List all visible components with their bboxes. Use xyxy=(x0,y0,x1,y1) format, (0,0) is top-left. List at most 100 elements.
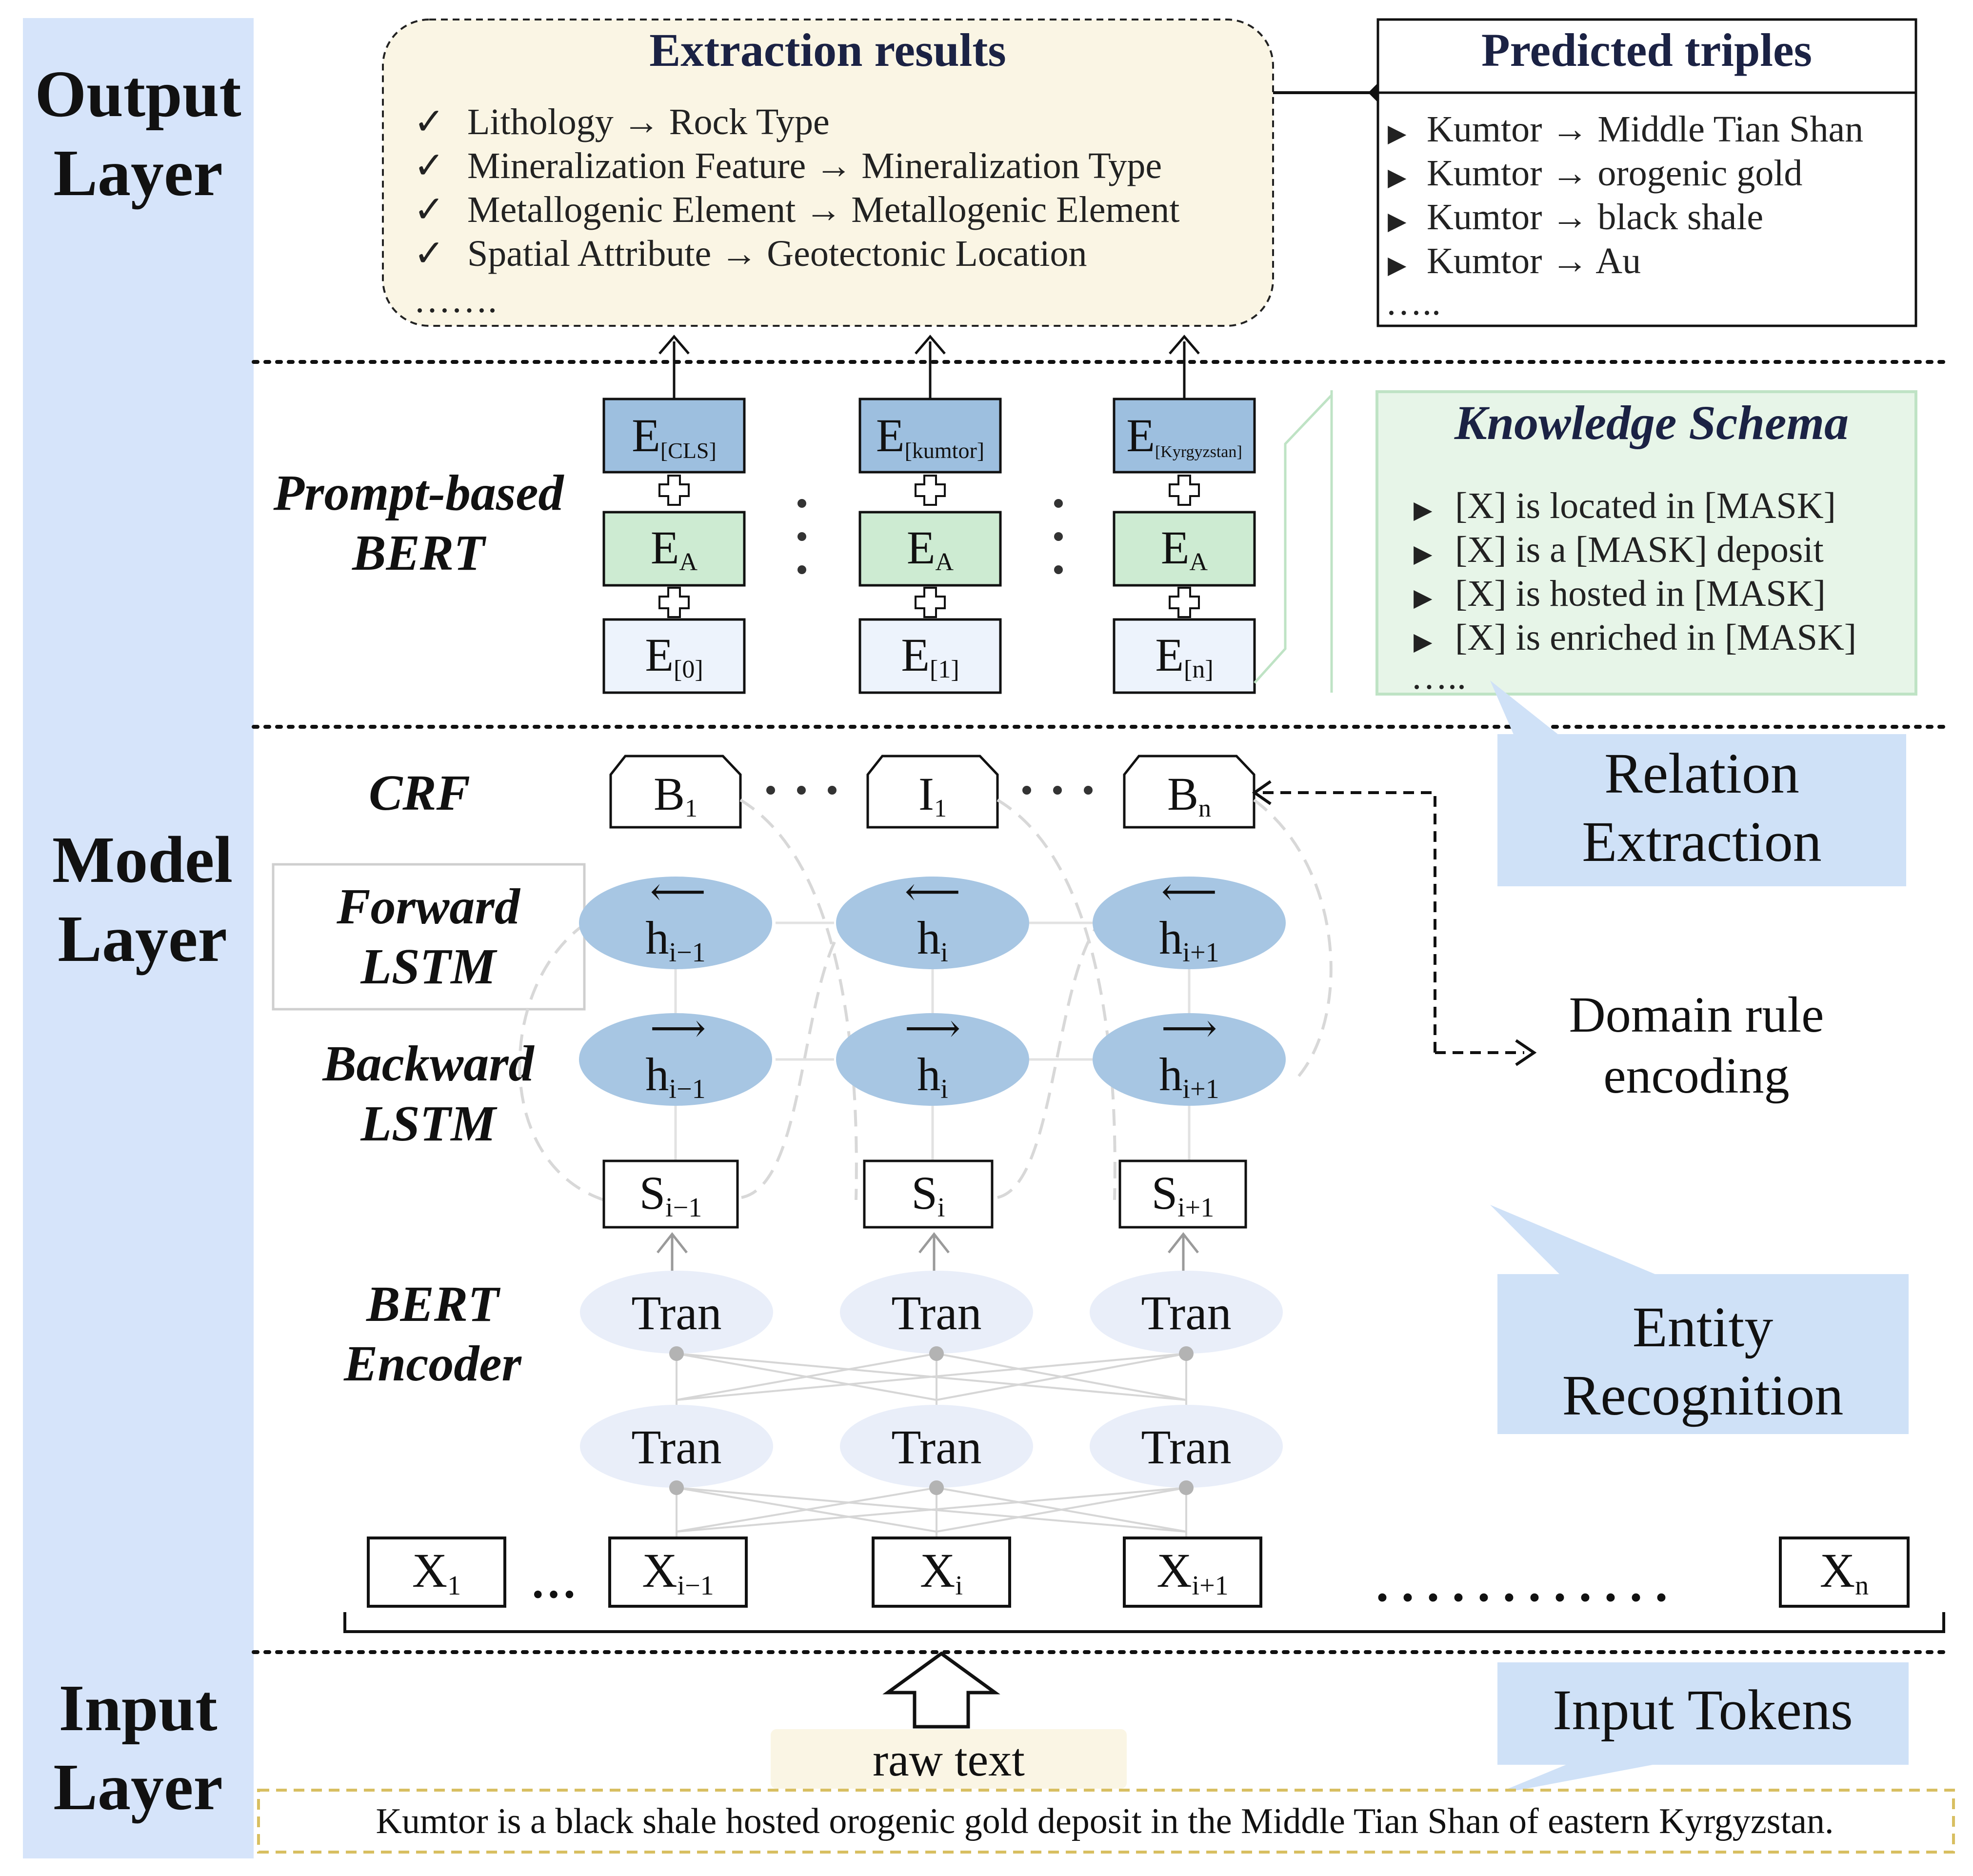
embedding-top xyxy=(602,398,746,474)
embedding-position xyxy=(858,618,1002,694)
domain-rule-label: Domain rule encoding xyxy=(1569,987,1824,1104)
svg-text:Layer: Layer xyxy=(53,137,222,210)
token-long-ellipsis: . . . . . . . . . . . . xyxy=(1376,1556,1668,1612)
transformer-node-upper xyxy=(1090,1271,1283,1354)
predicted-triples-title: Predicted triples xyxy=(1481,24,1812,76)
output-layer-title: Output Layer xyxy=(35,58,241,210)
token-label: Xi−1 xyxy=(642,1543,714,1601)
extraction-results-title: Extraction results xyxy=(649,24,1006,76)
schema-item: [X] is located in [MASK] xyxy=(1455,485,1836,526)
extraction-item: Metallogenic Element → Metallogenic Elem… xyxy=(467,189,1179,230)
raw-text-up-arrow xyxy=(882,1651,1000,1729)
embedding-segment-label: EA xyxy=(1161,521,1208,576)
transformer-node-lower xyxy=(1090,1405,1283,1488)
column-ellipsis-dots xyxy=(797,499,1063,574)
forward-lstm-label: Forward LSTM xyxy=(336,878,521,995)
transformer-node-label: Tran xyxy=(1141,1420,1231,1474)
svg-text:Recognition: Recognition xyxy=(1562,1363,1844,1427)
token-label: Xn xyxy=(1820,1543,1869,1601)
input-token-boxes xyxy=(367,1537,1910,1608)
svg-text:Model: Model xyxy=(52,823,233,897)
transformer-mesh xyxy=(676,1353,1187,1537)
embedding-position-label: E[0] xyxy=(645,629,703,683)
embedding-segment xyxy=(1113,511,1256,587)
plus-icon xyxy=(1169,587,1200,618)
svg-text:Output: Output xyxy=(35,58,241,131)
svg-text:Input Tokens: Input Tokens xyxy=(1553,1678,1853,1742)
svg-text:Entity: Entity xyxy=(1633,1295,1773,1359)
forward-lstm-node xyxy=(836,877,1029,969)
crf-node xyxy=(1123,755,1256,829)
forward-lstm-nodes xyxy=(579,877,1286,969)
svg-text:BERT: BERT xyxy=(352,525,486,581)
schema-item: [X] is hosted in [MASK] xyxy=(1455,573,1826,614)
embedding-top-label: E[kumtor] xyxy=(876,409,984,463)
right-arrow-icon: ⟶ xyxy=(650,1007,706,1050)
transformer-node-upper xyxy=(840,1271,1033,1354)
token-short-ellipsis: … xyxy=(530,1556,577,1608)
forward-lstm-node xyxy=(579,877,772,969)
forward-lstm-node-label: hi xyxy=(917,912,948,968)
triple-item: Kumtor → Middle Tian Shan xyxy=(1427,109,1863,150)
embedding-segment-label: EA xyxy=(907,521,954,576)
svg-text:▶: ▶ xyxy=(1388,120,1407,147)
schema-link-line xyxy=(1254,394,1333,684)
transformer-node-lower xyxy=(580,1405,773,1488)
crf-node-label: I1 xyxy=(918,768,947,822)
svg-text:✓: ✓ xyxy=(414,233,445,274)
s-node xyxy=(863,1159,994,1229)
svg-text:Backward: Backward xyxy=(322,1036,535,1092)
extraction-item: Spatial Attribute → Geotectonic Location xyxy=(467,233,1087,274)
input-sentence-box xyxy=(257,1789,1955,1854)
token-bracket xyxy=(343,1612,1945,1633)
transformer-node-label: Tran xyxy=(891,1420,981,1474)
input-tokens-callout: Input Tokens xyxy=(1493,1662,1909,1795)
input-layer-title: Input Layer xyxy=(53,1672,222,1824)
right-arrow-icon: ⟶ xyxy=(905,1007,961,1050)
embedding-top-label: E[CLS] xyxy=(632,409,717,463)
raw-text-label-box xyxy=(771,1729,1127,1789)
domain-rule-feedback-arrow xyxy=(1261,791,1524,1054)
embedding-top xyxy=(858,398,1002,474)
embedding-segment xyxy=(858,511,1002,587)
forward-lstm-node-label: hi−1 xyxy=(645,912,705,968)
token-box xyxy=(872,1537,1011,1608)
knowledge-schema-title: Knowledge Schema xyxy=(1454,396,1849,450)
left-arrow-icon: ⟵ xyxy=(1161,871,1217,914)
svg-text:encoding: encoding xyxy=(1603,1048,1789,1104)
svg-text:Layer: Layer xyxy=(58,902,227,976)
crf-node-label: B1 xyxy=(654,768,698,822)
transformer-node-label: Tran xyxy=(891,1286,981,1340)
embedding-position xyxy=(602,618,746,694)
svg-text:Relation: Relation xyxy=(1604,741,1799,805)
schema-item: [X] is a [MASK] deposit xyxy=(1455,529,1824,570)
svg-text:Input: Input xyxy=(59,1672,217,1745)
backward-lstm-node-label: hi+1 xyxy=(1159,1048,1219,1104)
lstm-connectors xyxy=(674,921,1191,1161)
schema-item: [X] is enriched in [MASK] xyxy=(1455,617,1856,658)
plus-icon xyxy=(915,587,946,618)
crf-nodes xyxy=(609,755,1256,829)
forward-lstm-node-label: hi+1 xyxy=(1159,912,1219,968)
backward-lstm-node xyxy=(579,1013,772,1106)
backward-lstm-node xyxy=(836,1013,1029,1106)
transformer-node-label: Tran xyxy=(631,1286,721,1340)
embedding-segment xyxy=(602,511,746,587)
backward-lstm-node xyxy=(1093,1013,1286,1106)
prompt-embedding-columns xyxy=(602,398,1256,694)
crf-node xyxy=(609,755,742,829)
svg-text:▶: ▶ xyxy=(1414,496,1433,523)
right-arrow-icon: ⟶ xyxy=(1161,1007,1217,1050)
token-box xyxy=(367,1537,506,1608)
svg-text:Domain rule: Domain rule xyxy=(1569,987,1824,1043)
triples-ellipsis: ….. xyxy=(1385,282,1441,323)
relation-extraction-callout: Relation Extraction xyxy=(1490,680,1906,886)
svg-text:LSTM: LSTM xyxy=(360,1096,498,1152)
svg-text:BERT: BERT xyxy=(366,1276,500,1332)
backward-lstm-node-label: hi−1 xyxy=(645,1048,705,1104)
extraction-ellipsis: ……. xyxy=(414,279,497,320)
transformer-dots xyxy=(669,1346,1194,1495)
left-arrow-icon: ⟵ xyxy=(905,871,961,914)
embedding-segment-label: EA xyxy=(651,521,698,576)
